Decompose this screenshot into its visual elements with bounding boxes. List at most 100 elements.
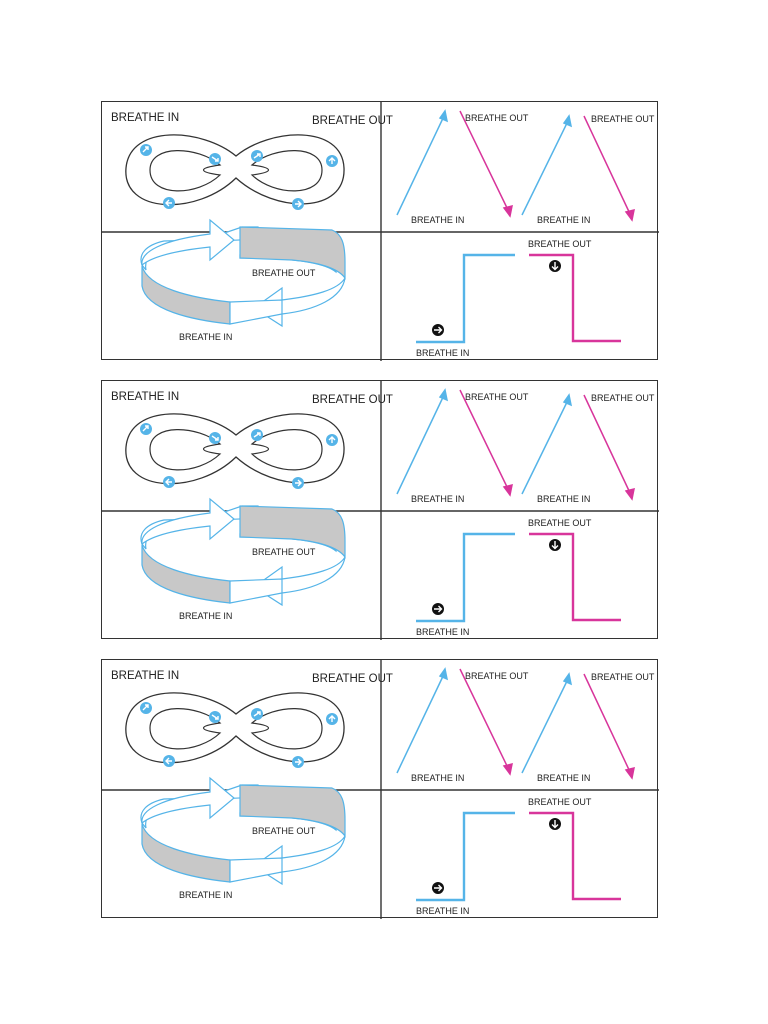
arrow-glyph <box>295 758 302 766</box>
loop-breathe-in-label: BREATHE IN <box>179 332 232 342</box>
loop-bottom-band-white <box>229 299 283 325</box>
zigzag-pink-arrow-2 <box>583 394 632 496</box>
square-wave-breathe-out-label: BREATHE OUT <box>528 239 592 249</box>
breathing-card-art: BREATHE IN BREATHE OUT <box>102 660 659 919</box>
loop-band-gray-left <box>141 823 231 883</box>
zigzag-panel: BREATHE OUT BREATHE OUT BREATHE IN BREAT… <box>396 667 655 783</box>
arrow-glyph <box>295 479 302 487</box>
square-wave-panel: BREATHE OUT BREATHE IN <box>416 797 621 916</box>
zigzag-breathe-in-label-1: BREATHE IN <box>411 494 464 504</box>
square-wave-breathe-in-label: BREATHE IN <box>416 906 469 916</box>
arrow-glyph <box>253 153 261 159</box>
breathing-card-2: BREATHE IN BREATHE OUT <box>101 380 659 640</box>
arrow-glyph <box>328 157 336 164</box>
infinity-breathe-out-label: BREATHE OUT <box>312 673 393 685</box>
infinity-breathe-out-label: BREATHE OUT <box>312 115 393 127</box>
zigzag-blue-arrows <box>396 667 573 774</box>
arrow-glyph <box>295 200 302 208</box>
loop-band-gray-left <box>141 544 231 604</box>
zigzag-pink-arrowhead-1 <box>502 762 513 776</box>
zigzag-blue-arrowhead-1 <box>438 667 449 681</box>
infinity-inner-track <box>149 429 323 471</box>
direction-dot-glyph <box>551 541 559 550</box>
zigzag-blue-arrow-1 <box>396 671 446 774</box>
zigzag-breathe-out-label-2: BREATHE OUT <box>591 672 655 682</box>
breathing-card-3: BREATHE IN BREATHE OUT <box>101 659 659 919</box>
zigzag-pink-arrow-1 <box>459 668 510 771</box>
loop-band-panel: BREATHE OUT BREATHE IN <box>140 497 346 621</box>
zigzag-pink-arrows <box>459 389 635 501</box>
infinity-outer-track <box>125 413 345 485</box>
arrow-glyph <box>165 757 172 765</box>
infinity-inner-track <box>149 708 323 750</box>
zigzag-pink-arrows <box>459 668 635 780</box>
loop-breathe-out-label: BREATHE OUT <box>252 268 316 278</box>
zigzag-blue-arrows <box>396 388 573 495</box>
infinity-outer-track <box>125 692 345 764</box>
arrow-glyph <box>142 425 149 432</box>
zigzag-breathe-in-label-2: BREATHE IN <box>537 773 590 783</box>
zigzag-blue-arrow-1 <box>396 392 446 495</box>
arrow-glyph <box>165 199 172 207</box>
zigzag-panel: BREATHE OUT BREATHE OUT BREATHE IN BREAT… <box>396 109 655 225</box>
zigzag-blue-arrow-2 <box>521 676 570 774</box>
direction-dot-glyph <box>434 605 443 613</box>
loop-breathe-out-label: BREATHE OUT <box>252 826 316 836</box>
loop-band-panel: BREATHE OUT BREATHE IN <box>140 218 346 342</box>
arrow-glyph <box>253 711 261 717</box>
direction-dot-glyph <box>551 820 559 829</box>
zigzag-blue-arrows <box>396 109 573 216</box>
zigzag-blue-arrowhead-1 <box>438 388 449 402</box>
zigzag-breathe-out-label-2: BREATHE OUT <box>591 393 655 403</box>
direction-dot-glyph <box>434 326 443 334</box>
infinity-breathe-in-label: BREATHE IN <box>111 670 179 682</box>
arrow-glyph <box>165 478 172 486</box>
square-wave-breathe-in-label: BREATHE IN <box>416 627 469 637</box>
zigzag-pink-arrow-1 <box>459 389 510 492</box>
square-wave-blue-line <box>416 253 515 344</box>
arrow-glyph <box>211 714 219 720</box>
zigzag-pink-arrowhead-2 <box>624 766 635 780</box>
square-wave-pink-line <box>529 532 621 622</box>
zigzag-pink-arrowhead-2 <box>624 208 635 222</box>
infinity-arrow-markers <box>140 702 338 768</box>
square-wave-blue-line <box>416 811 515 902</box>
loop-band-gray-left <box>141 265 231 325</box>
infinity-breathe-out-label: BREATHE OUT <box>312 394 393 406</box>
arrow-glyph <box>142 704 149 711</box>
square-wave-panel: BREATHE OUT BREATHE IN <box>416 518 621 637</box>
square-wave-breathe-in-label: BREATHE IN <box>416 348 469 358</box>
infinity-panel: BREATHE IN BREATHE OUT <box>111 112 393 210</box>
loop-breathe-in-label: BREATHE IN <box>179 890 232 900</box>
zigzag-breathe-out-label-1: BREATHE OUT <box>465 392 529 402</box>
square-wave-blue-line <box>416 532 515 623</box>
arrow-glyph <box>142 146 149 153</box>
zigzag-panel: BREATHE OUT BREATHE OUT BREATHE IN BREAT… <box>396 388 655 504</box>
arrow-glyph <box>211 156 219 162</box>
square-wave-breathe-out-label: BREATHE OUT <box>528 797 592 807</box>
zigzag-blue-arrow-2 <box>521 397 570 495</box>
loop-top-arrow-shaft <box>141 497 235 546</box>
square-wave-pink-line <box>529 811 621 901</box>
square-wave-panel: BREATHE OUT BREATHE IN <box>416 239 621 358</box>
zigzag-pink-arrowhead-1 <box>502 483 513 497</box>
zigzag-pink-arrowhead-2 <box>624 487 635 501</box>
arrow-glyph <box>211 435 219 441</box>
infinity-breathe-in-label: BREATHE IN <box>111 112 179 124</box>
infinity-panel: BREATHE IN BREATHE OUT <box>111 391 393 489</box>
infinity-outer-track <box>125 134 345 206</box>
zigzag-breathe-in-label-1: BREATHE IN <box>411 215 464 225</box>
square-wave-breathe-out-label: BREATHE OUT <box>528 518 592 528</box>
zigzag-blue-arrowhead-2 <box>562 672 573 686</box>
zigzag-pink-arrow-1 <box>459 110 510 213</box>
loop-bottom-band-white <box>229 857 283 883</box>
arrow-glyph <box>328 715 336 722</box>
zigzag-breathe-in-label-1: BREATHE IN <box>411 773 464 783</box>
direction-dot-glyph <box>551 262 559 271</box>
infinity-arrow-markers <box>140 423 338 489</box>
zigzag-breathe-out-label-1: BREATHE OUT <box>465 113 529 123</box>
infinity-arrow-markers <box>140 144 338 210</box>
zigzag-breathe-in-label-2: BREATHE IN <box>537 494 590 504</box>
loop-band-panel: BREATHE OUT BREATHE IN <box>140 776 346 900</box>
zigzag-blue-arrowhead-2 <box>562 393 573 407</box>
